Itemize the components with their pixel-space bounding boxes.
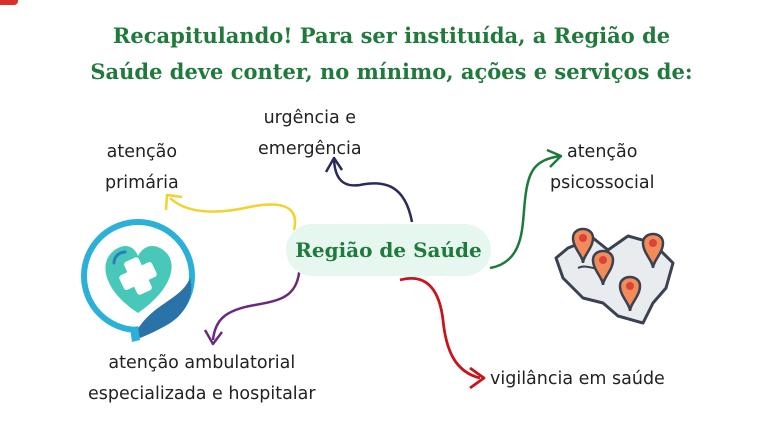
center-label: Região de Saúde	[295, 238, 482, 262]
corner-decoration	[0, 0, 18, 5]
node-atencao-primaria: atenção primária	[105, 137, 179, 199]
psicossocial-line-1: atenção	[566, 142, 638, 162]
primaria-line-2: primária	[105, 173, 179, 193]
node-psicossocial: atenção psicossocial	[550, 137, 654, 199]
ambulatorial-line-2: especializada e hospitalar	[88, 384, 316, 404]
arrow-psicossocial	[489, 154, 561, 270]
node-vigilancia: vigilância em saúde	[490, 364, 665, 395]
arrow-vigilancia	[399, 277, 481, 380]
node-ambulatorial: atenção ambulatorial especializada e hos…	[88, 348, 316, 410]
primaria-line-1: atenção	[106, 142, 178, 162]
center-node: Região de Saúde	[286, 224, 491, 276]
arrow-ambulatorial	[211, 264, 302, 341]
ambulatorial-line-1: atenção ambulatorial	[108, 353, 296, 373]
psicossocial-line-2: psicossocial	[550, 173, 655, 193]
urgencia-line-2: emergência	[258, 139, 362, 159]
arrow-primaria	[169, 197, 297, 231]
title-line-2: Saúde deve conter, no mínimo, ações e se…	[90, 59, 693, 84]
title-line-1: Recapitulando! Para ser instituída, a Re…	[112, 23, 671, 48]
arrow-urgencia	[332, 159, 414, 223]
page-title: Recapitulando! Para ser instituída, a Re…	[0, 18, 783, 90]
urgencia-line-1: urgência e	[263, 108, 357, 128]
vigilancia-line-1: vigilância em saúde	[490, 369, 665, 389]
node-urgencia: urgência e emergência	[258, 103, 362, 165]
heart-in-hand-icon	[81, 219, 195, 342]
map-pins-icon	[554, 227, 675, 325]
